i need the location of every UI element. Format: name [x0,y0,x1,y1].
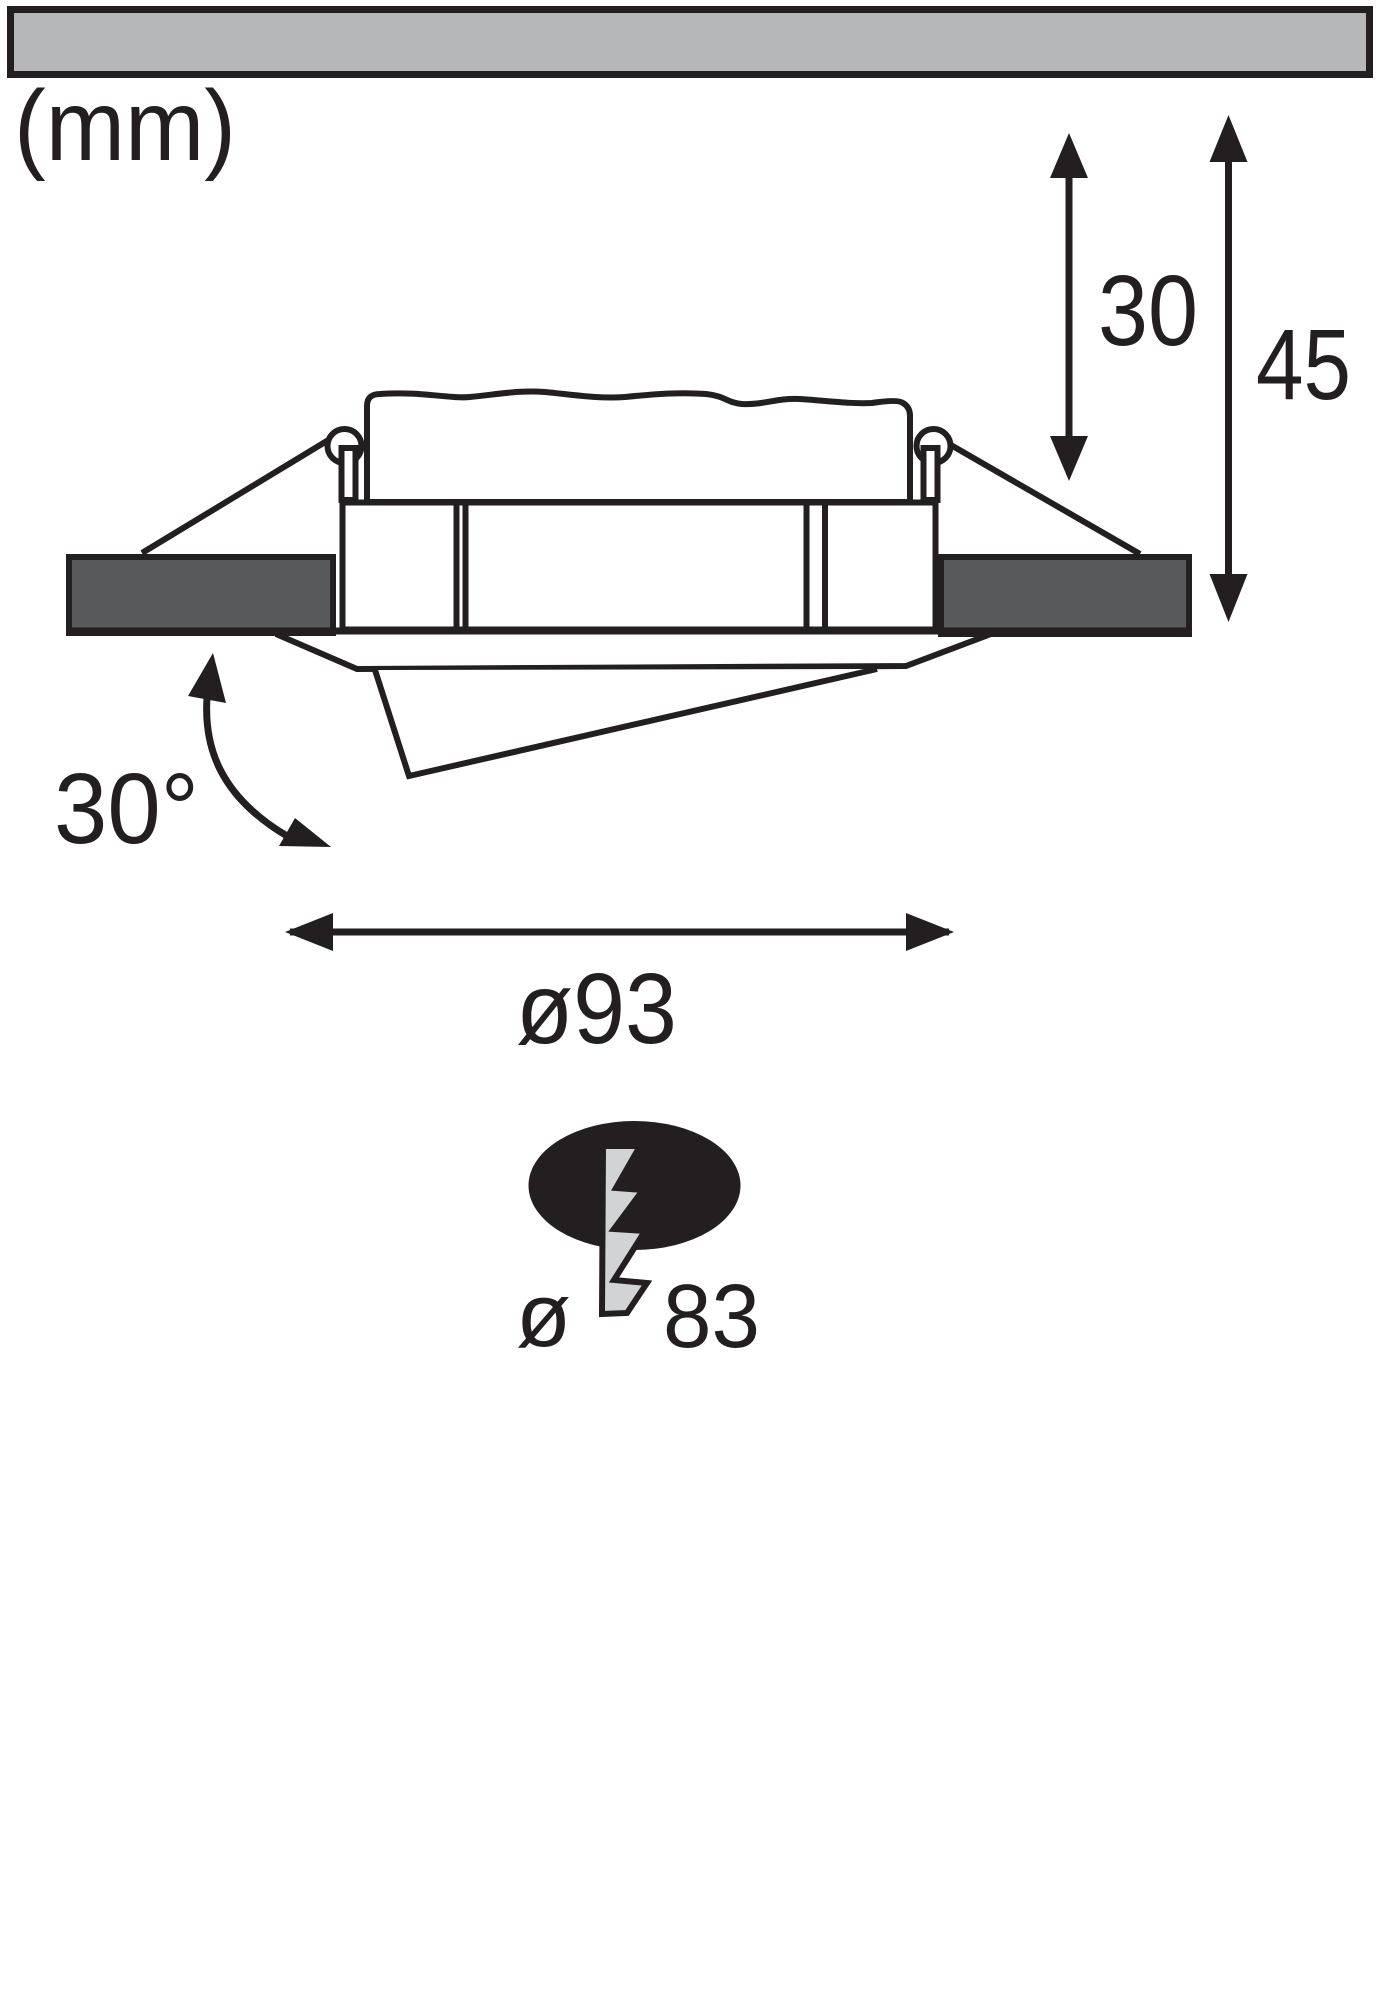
svg-text:ø: ø [516,1266,571,1366]
svg-text:45: 45 [1256,309,1351,421]
svg-text:83: 83 [663,1267,760,1367]
svg-text:30°: 30° [54,753,199,865]
svg-text:ø93: ø93 [516,953,677,1065]
svg-text:(mm): (mm) [14,70,236,182]
svg-text:30: 30 [1098,255,1198,367]
